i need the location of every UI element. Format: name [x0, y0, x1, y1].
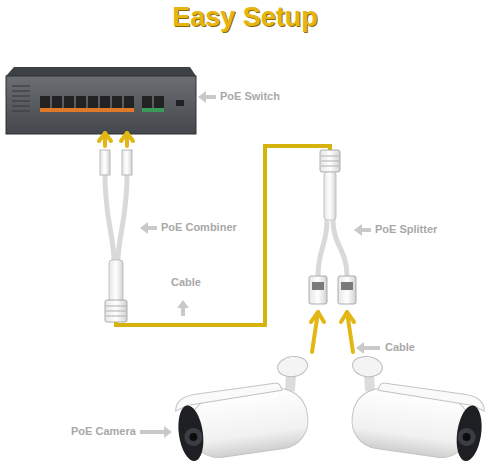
- poe-camera: [341, 355, 489, 463]
- pointer-arrows: [140, 91, 380, 438]
- poe-combiner: [105, 260, 127, 322]
- patch-cables: [99, 133, 133, 262]
- callout-label: PoE Camera: [70, 425, 137, 437]
- callout-label: Cable: [384, 341, 416, 353]
- poe-camera: [170, 355, 318, 463]
- ethernet-cable: [116, 146, 330, 325]
- poe-switch: [6, 67, 196, 134]
- poe-splitter: [309, 150, 356, 304]
- callout-label: Cable: [170, 276, 202, 288]
- camera-cables: [311, 312, 354, 352]
- callout-label: PoE Switch: [219, 90, 281, 102]
- title: Easy Setup: [0, 2, 490, 33]
- callout-label: PoE Combiner: [160, 221, 238, 233]
- callout-label: PoE Splitter: [374, 223, 438, 235]
